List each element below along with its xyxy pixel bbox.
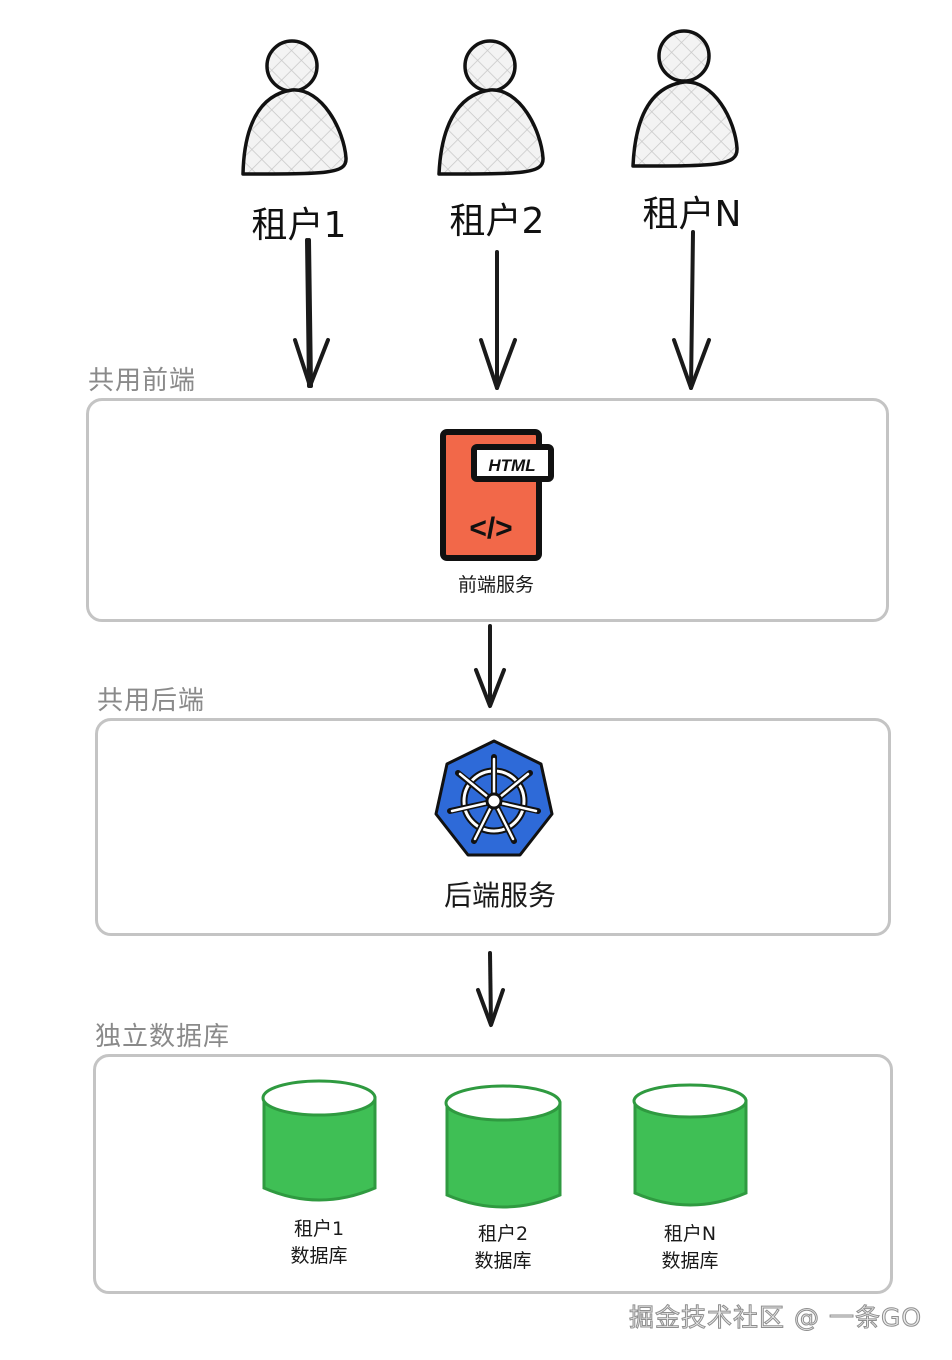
user-icon	[437, 39, 545, 176]
database-layer-label: 独立数据库	[95, 1022, 231, 1052]
frontend-layer-label: 共用前端	[88, 366, 197, 396]
frontend-service-label: 前端服务	[457, 574, 534, 596]
arrow-down-icon	[476, 951, 505, 1027]
kubernetes-icon	[434, 739, 554, 857]
html-badge-text: HTML	[488, 456, 535, 475]
database-icon	[261, 1079, 377, 1202]
arrow-down-icon	[672, 230, 711, 390]
user-icon	[241, 39, 348, 176]
user-icon	[631, 29, 739, 168]
watermark: 掘金技术社区 @ 一条GO	[629, 1303, 922, 1333]
database-label: 租户N 数据库	[620, 1221, 760, 1275]
arrow-down-icon	[293, 238, 330, 388]
backend-layer-label: 共用后端	[97, 686, 206, 716]
tenant-label: 租户2	[449, 201, 545, 242]
backend-service-label: 后端服务	[443, 879, 556, 912]
database-label-type: 数据库	[290, 1245, 348, 1267]
database-label-type: 数据库	[474, 1250, 532, 1272]
database-label: 租户1 数据库	[249, 1216, 389, 1270]
arrow-down-icon	[474, 624, 506, 708]
html-file-icon: HTML </>	[440, 429, 554, 561]
arrow-down-icon	[479, 250, 517, 390]
database-label-type: 数据库	[661, 1250, 719, 1272]
database-label-tenant: 租户N	[663, 1223, 717, 1245]
database-label-tenant: 租户1	[293, 1218, 345, 1240]
database-icon	[444, 1084, 562, 1209]
database-label-tenant: 租户2	[477, 1223, 529, 1245]
tenant-label: 租户1	[251, 205, 347, 246]
database-icon	[632, 1083, 748, 1207]
database-label: 租户2 数据库	[433, 1221, 573, 1275]
tenant-label: 租户N	[642, 194, 742, 235]
code-glyph-text: </>	[469, 512, 512, 545]
